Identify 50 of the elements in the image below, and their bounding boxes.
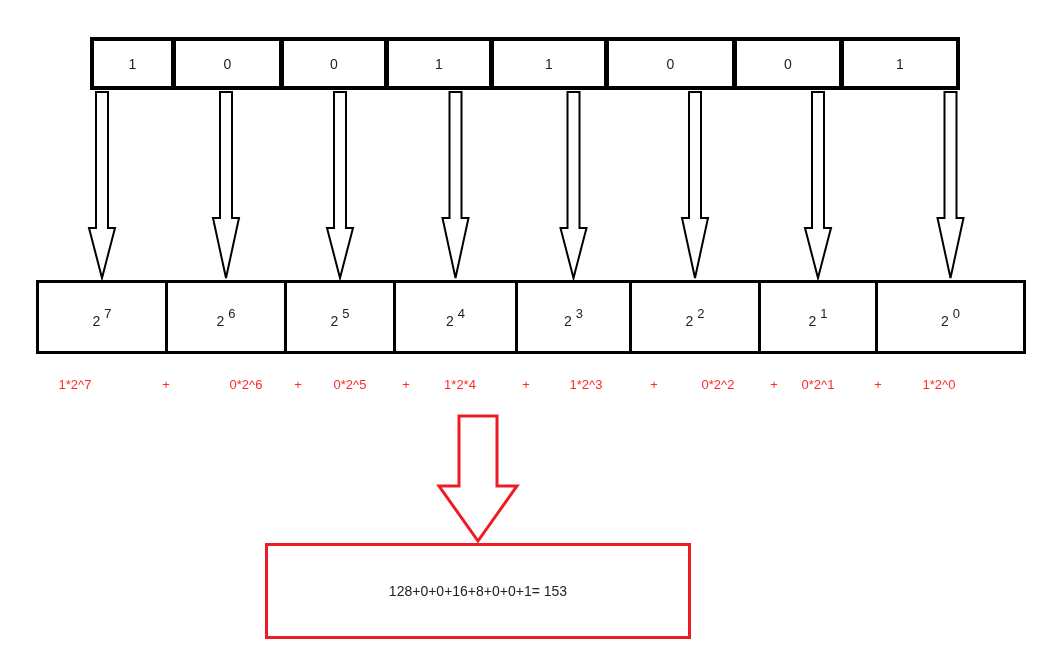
term-expression: 0*2^6 (229, 377, 263, 392)
power-cell (284, 280, 396, 354)
sum-equation: 128+0+0+16+8+0+0+1= 153 (388, 583, 568, 599)
bit-cell (605, 37, 736, 90)
bit-digit: 0 (666, 55, 675, 72)
term-expression: 1*2*4 (444, 377, 476, 392)
term-expression: 0*2^1 (801, 377, 835, 392)
term-expression: 1*2^3 (569, 377, 603, 392)
bit-cell (840, 37, 960, 90)
power-cell (875, 280, 1026, 354)
hollow-arrow (680, 91, 710, 279)
bit-digit: 0 (223, 55, 232, 72)
plus-sign: + (162, 377, 170, 392)
bit-digit: 1 (435, 55, 443, 72)
hollow-arrow (325, 91, 355, 282)
plus-sign: + (650, 377, 658, 392)
bit-cell (490, 37, 608, 90)
power-cell (165, 280, 287, 354)
power-cell (515, 280, 632, 354)
hollow-arrow (211, 91, 241, 279)
term-expression: 0*2^5 (333, 377, 367, 392)
bit-cell (280, 37, 388, 90)
bit-cell (733, 37, 843, 90)
term-expression: 0*2^2 (701, 377, 735, 392)
power-cell (393, 280, 518, 354)
plus-sign: + (522, 377, 530, 392)
hollow-arrow (803, 91, 833, 282)
plus-sign: + (770, 377, 778, 392)
bit-cell (172, 37, 283, 90)
result-box (265, 543, 691, 639)
bit-digit: 1 (896, 55, 904, 72)
bit-cell (385, 37, 493, 90)
plus-sign: + (294, 377, 302, 392)
hollow-arrow (436, 414, 520, 544)
plus-sign: + (874, 377, 882, 392)
hollow-arrow (936, 91, 965, 279)
power-cell (629, 280, 761, 354)
bit-digit: 1 (545, 55, 553, 72)
bit-digit: 0 (784, 55, 792, 72)
power-cell (758, 280, 878, 354)
hollow-arrow (87, 91, 117, 282)
bit-digit: 0 (330, 55, 338, 72)
plus-sign: + (402, 377, 410, 392)
bit-digit: 1 (128, 55, 137, 72)
power-cell (36, 280, 168, 354)
hollow-arrow (559, 91, 588, 282)
bit-cell (90, 37, 175, 90)
term-expression: 1*2^0 (922, 377, 956, 392)
term-expression: 1*2^7 (58, 377, 92, 392)
hollow-arrow (441, 91, 470, 279)
